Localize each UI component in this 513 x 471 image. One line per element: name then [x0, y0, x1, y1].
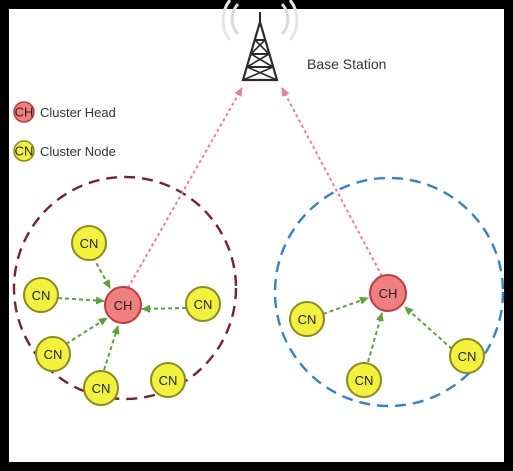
right-cluster-boundary — [273, 176, 505, 408]
legend: CH Cluster Head CN Cluster Node — [13, 101, 116, 162]
cluster-head-label: CH — [379, 286, 398, 301]
cluster-node-label: CN — [298, 312, 317, 327]
left-cluster-boundary — [12, 175, 238, 401]
left-uplink-arrow — [127, 87, 243, 289]
cluster-node-label: CN — [458, 349, 477, 364]
cluster-node: CN — [346, 362, 382, 398]
legend-cluster-node: CN Cluster Node — [13, 140, 116, 162]
cluster-head-label: CH — [114, 298, 133, 313]
cluster-node-label: CN — [80, 236, 99, 251]
member-arrow — [404, 306, 453, 350]
member-arrow — [92, 256, 111, 289]
cluster-node: CN — [23, 277, 59, 313]
cluster-node-label: CN — [355, 373, 374, 388]
cluster-node-label: CN — [32, 288, 51, 303]
legend-cluster-head: CH Cluster Head — [13, 101, 116, 123]
cluster-node-label: CN — [194, 297, 213, 312]
member-arrow — [103, 325, 120, 371]
right-uplink-arrow — [281, 87, 383, 277]
cluster-node: CN — [289, 301, 325, 337]
member-arrow — [322, 296, 369, 315]
base-station-tower-icon — [221, 0, 299, 82]
cluster-node-label: CN — [159, 373, 178, 388]
cluster-node-swatch — [13, 140, 35, 162]
cluster-node-label: CN — [92, 381, 111, 396]
member-arrow — [367, 312, 384, 363]
cluster-head-swatch — [13, 101, 35, 123]
right-cluster-head: CH — [369, 274, 407, 312]
cluster-node: CN — [185, 286, 221, 322]
cluster-node: CN — [35, 336, 71, 372]
legend-cluster-node-label: Cluster Node — [40, 144, 116, 159]
member-arrow — [65, 317, 108, 345]
legend-cn-badge: CN — [15, 144, 34, 159]
left-cluster-head: CH — [104, 286, 142, 324]
cluster-node: CN — [71, 225, 107, 261]
cluster-node-label: CN — [44, 347, 63, 362]
member-arrow — [57, 296, 105, 305]
legend-cluster-head-label: Cluster Head — [40, 105, 116, 120]
member-arrow — [141, 304, 187, 313]
cluster-node: CN — [150, 362, 186, 398]
base-station-label: Base Station — [307, 56, 386, 72]
legend-ch-badge: CH — [15, 105, 34, 120]
cluster-node: CN — [449, 338, 485, 374]
cluster-node: CN — [83, 370, 119, 406]
